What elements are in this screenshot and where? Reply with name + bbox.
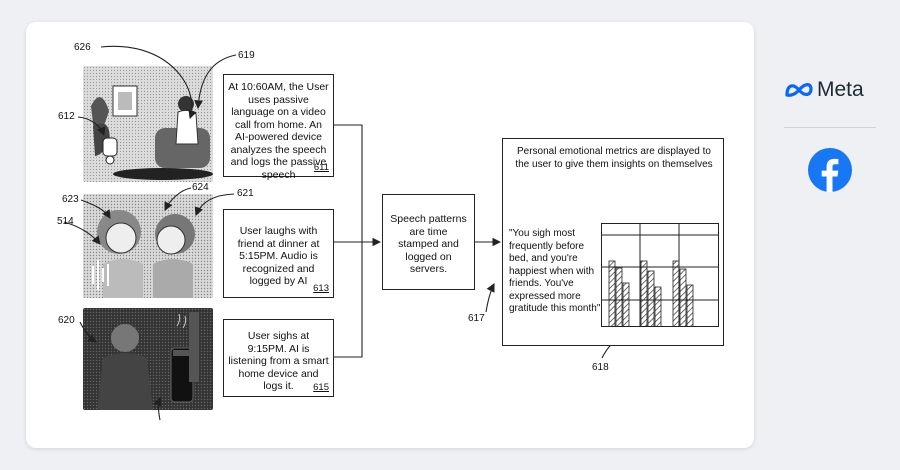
metrics-box: Personal emotional metrics are displayed… <box>502 138 724 346</box>
event-box-611: At 10:60AM, the User uses passive langua… <box>223 74 334 177</box>
bar <box>655 287 661 327</box>
bar <box>680 269 686 327</box>
metrics-quote: "You sigh most frequently before bed, an… <box>509 228 601 316</box>
event-613-text: User laughs with friend at dinner at 5:1… <box>228 225 329 288</box>
ref-623: 623 <box>62 194 79 205</box>
metrics-title: Personal emotional metrics are displayed… <box>513 146 715 171</box>
bar <box>641 261 647 327</box>
ref-620: 620 <box>58 315 75 326</box>
event-box-613: User laughs with friend at dinner at 5:1… <box>223 209 334 298</box>
ref-621: 621 <box>237 188 254 199</box>
sidebar-divider <box>784 127 876 128</box>
event-box-615: User sighs at 9:15PM. AI is listening fr… <box>223 319 334 397</box>
bar <box>609 261 615 327</box>
facebook-icon <box>808 148 852 192</box>
bar <box>623 283 629 327</box>
event-615-number: 615 <box>313 382 329 393</box>
speech-patterns-box: Speech patterns are time stamped and log… <box>382 194 475 290</box>
meta-wordmark: Meta <box>817 78 864 102</box>
facebook-logo <box>808 148 852 192</box>
event-613-number: 613 <box>313 283 329 294</box>
ref-617: 617 <box>468 313 485 324</box>
ref-619: 619 <box>238 50 255 61</box>
ref-626: 626 <box>74 42 91 53</box>
bar <box>616 268 622 327</box>
bar <box>673 261 679 327</box>
ref-624: 624 <box>192 182 209 193</box>
meta-logo: Meta <box>784 78 864 102</box>
speech-patterns-text: Speech patterns are time stamped and log… <box>389 213 468 276</box>
ref-612: 612 <box>58 111 75 122</box>
meta-infinity-icon <box>784 81 814 99</box>
bar <box>687 285 693 327</box>
ref-514: 514 <box>57 216 74 227</box>
bar <box>648 271 654 327</box>
ref-618: 618 <box>592 362 609 373</box>
metrics-bar-chart <box>601 223 719 327</box>
event-611-number: 611 <box>314 162 329 173</box>
